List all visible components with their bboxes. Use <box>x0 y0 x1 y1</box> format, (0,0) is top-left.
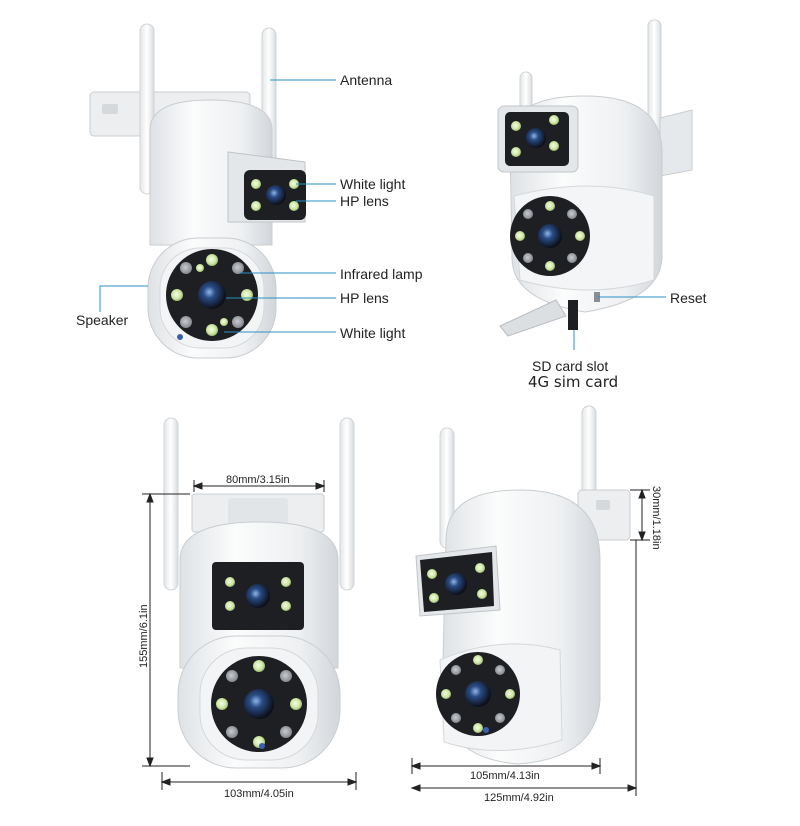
camera-front-dimensioned <box>163 417 355 769</box>
label-antenna: Antenna <box>340 72 393 88</box>
dimension-lines-front <box>142 480 358 790</box>
label-reset: Reset <box>670 290 707 306</box>
bottom-hp-lens <box>198 281 226 309</box>
camera-side-dimensioned <box>415 405 631 765</box>
dim-front-height: 155mm/6.1in <box>138 604 150 668</box>
sd-card <box>568 300 578 330</box>
dimension-lines-side <box>410 488 650 796</box>
dim-front-bottom-width: 103mm/4.05in <box>224 788 294 800</box>
label-white-light-bottom: White light <box>340 325 406 341</box>
label-hp-lens-bottom: HP lens <box>340 290 389 306</box>
dim-front-top-width: 80mm/3.15in <box>226 474 290 486</box>
dim-side-top-depth: 30mm/1.18in <box>650 486 662 550</box>
sd-card-cover <box>499 299 567 337</box>
label-infrared-lamp: Infrared lamp <box>340 266 423 282</box>
dim-side-inner-width: 105mm/4.13in <box>470 770 540 782</box>
camera-front-labeled <box>89 23 306 359</box>
dim-side-outer-width: 125mm/4.92in <box>484 792 554 804</box>
camera-angled-labeled <box>497 19 693 337</box>
label-white-light-top: White light <box>340 176 406 192</box>
callout-lines-right <box>573 296 666 350</box>
callout-lines-left <box>99 79 336 333</box>
label-sd-card-slot: SD card slot <box>532 358 609 374</box>
top-hp-lens <box>266 185 286 205</box>
label-hp-lens-top: HP lens <box>340 193 389 209</box>
label-sim-card: 4G sim card <box>528 373 619 391</box>
label-speaker: Speaker <box>76 312 129 328</box>
